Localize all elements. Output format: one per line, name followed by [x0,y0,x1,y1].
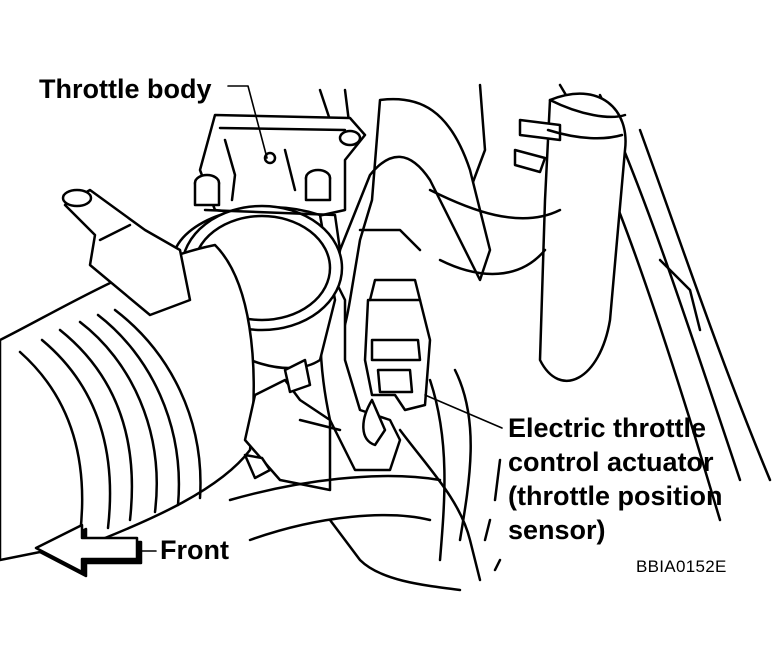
figure-code: BBIA0152E [636,557,727,576]
vacuum-pipe [63,190,190,315]
leader-lines [140,86,502,551]
actuator-label-line3: (throttle position [508,481,723,511]
throttle-body-housing [195,115,365,220]
lower-bracket [230,360,460,590]
throttle-body-label: Throttle body [39,72,216,106]
actuator-label-line4: sensor) [508,515,606,545]
actuator-connector [363,280,430,445]
intake-duct [0,245,254,560]
upper-hose [515,94,626,381]
arrow-left-icon [36,525,141,576]
actuator-label-line2: control actuator [508,447,714,477]
actuator-label-line1: Electric throttle [508,413,707,443]
actuator-label: Electric throttle control actuator (thro… [508,411,722,547]
front-label: Front [160,535,229,565]
